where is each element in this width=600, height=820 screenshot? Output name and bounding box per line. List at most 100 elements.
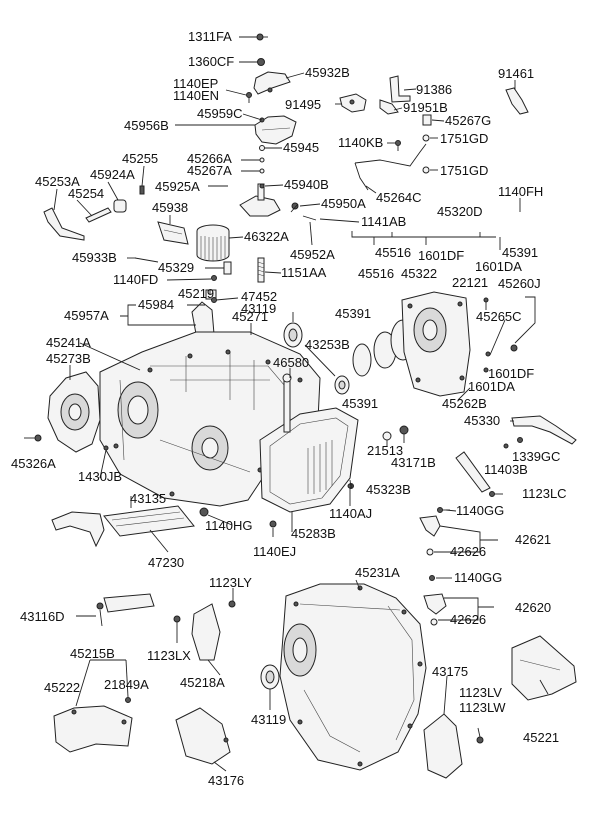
label-1140fd: 1140FD (113, 272, 158, 287)
oring-45266a (259, 157, 265, 163)
label-1339gc: 1339GC (512, 449, 560, 464)
lever-45253a (43, 207, 85, 241)
label-45330: 45330 (464, 413, 500, 428)
bolt-45326a (34, 434, 42, 442)
seal-45924a (113, 199, 127, 213)
bracket-91951b (379, 99, 399, 115)
label-43119-a: 43119 (241, 301, 276, 316)
label-45266a: 45266A (187, 151, 232, 166)
label-1140ej: 1140EJ (253, 544, 296, 559)
label-42626-b: 42626 (450, 612, 486, 627)
label-45215b: 45215B (70, 646, 115, 661)
label-1311fa: 1311FA (188, 29, 232, 44)
label-1140aj: 1140AJ (329, 506, 372, 521)
label-45391-c: 45391 (342, 396, 378, 411)
label-1601df-b: 1601DF (488, 366, 534, 381)
bolt-1140ej (269, 520, 277, 528)
label-45924a: 45924A (90, 167, 135, 182)
bracket-45222 (53, 705, 133, 753)
bolt-1123lw (476, 736, 484, 744)
label-45262b: 45262B (442, 396, 487, 411)
bolt-1360cf (257, 58, 265, 66)
bracket-45330 (511, 415, 577, 445)
label-1751gd-b: 1751GD (440, 163, 488, 178)
label-43171b: 43171B (391, 455, 436, 470)
label-45322: 45322 (401, 266, 437, 281)
label-43176: 43176 (208, 773, 244, 788)
oring-45945 (259, 145, 265, 151)
label-91951b: 91951B (403, 100, 448, 115)
label-45323b: 45323B (366, 482, 411, 497)
label-45231a: 45231A (355, 565, 400, 580)
label-1140ep: 1140EP (173, 76, 218, 91)
bracket-91495 (339, 93, 367, 113)
label-45260j: 45260J (498, 276, 541, 291)
seal-43119b (260, 664, 280, 690)
label-45219: 45219 (178, 286, 214, 301)
label-46322a: 46322A (244, 229, 289, 244)
label-47230: 47230 (148, 555, 184, 570)
bracket-45218a (191, 603, 221, 661)
clip-45255 (139, 185, 145, 195)
cover-45956b (254, 115, 297, 145)
label-45267a: 45267A (187, 163, 232, 178)
ring-45391-a (352, 343, 372, 377)
label-45283b: 45283B (291, 526, 336, 541)
label-43135: 43135 (130, 491, 166, 506)
label-45925a: 45925A (155, 179, 200, 194)
bolt-1140ep (246, 92, 252, 103)
label-11403b: 11403B (484, 462, 528, 477)
bolt-1140fd (211, 275, 217, 281)
label-1140en: 1140EN (173, 88, 219, 103)
label-45265c: 45265C (476, 309, 522, 324)
label-1140kb: 1140KB (338, 135, 383, 150)
label-1123lx: 1123LX (147, 648, 191, 663)
label-45938: 45938 (152, 200, 188, 215)
label-1123lw: 1123LW (459, 700, 506, 715)
bracket-45932b (253, 71, 291, 95)
bolt-1140hg (199, 507, 209, 517)
label-91386: 91386 (416, 82, 452, 97)
bracket-45221 (511, 635, 577, 701)
label-91461: 91461 (498, 66, 534, 81)
label-42620: 42620 (515, 600, 551, 615)
label-21513: 21513 (367, 443, 403, 458)
label-43175: 43175 (432, 664, 468, 679)
label-1141ab: 1141AB (361, 214, 406, 229)
bolt-1311fa (256, 33, 268, 41)
spring-45329 (223, 261, 232, 275)
label-1140gg-a: 1140GG (456, 503, 504, 518)
label-1601df-a: 1601DF (418, 248, 464, 263)
bracket-91386 (389, 75, 411, 103)
label-45267g: 45267G (445, 113, 491, 128)
retainer-45322 (401, 291, 471, 397)
bracket-45957a (191, 301, 215, 335)
label-21849a: 21849A (104, 677, 149, 692)
label-45255: 45255 (122, 151, 158, 166)
label-45932b: 45932B (305, 65, 350, 80)
strainer-47230 (103, 505, 195, 537)
bracket-43175 (423, 713, 463, 779)
converter-housing-45231a (279, 583, 427, 771)
bushing-43253b (334, 375, 350, 395)
bracket-43176 (175, 707, 231, 765)
label-45326a: 45326A (11, 456, 56, 471)
bolt-1151aa (257, 257, 265, 283)
bolt-1123ly (228, 600, 236, 608)
lever-45940b (239, 183, 281, 217)
label-45253a: 45253A (35, 174, 80, 189)
label-46580: 46580 (273, 355, 309, 370)
label-1751gd-a: 1751GD (440, 131, 488, 146)
bolt-21849a (125, 697, 131, 703)
bolt-45265c (510, 344, 518, 352)
label-1140fh: 1140FH (498, 184, 543, 199)
plug-45267g (422, 114, 432, 126)
label-1601da-b: 1601DA (468, 379, 515, 394)
label-45329: 45329 (158, 260, 194, 275)
pipe-45264c (354, 143, 430, 191)
side-cover-45273b (47, 371, 101, 453)
bolt-1140aj (347, 483, 353, 489)
label-91495: 91495 (285, 97, 321, 112)
sensor-42620 (423, 593, 447, 626)
